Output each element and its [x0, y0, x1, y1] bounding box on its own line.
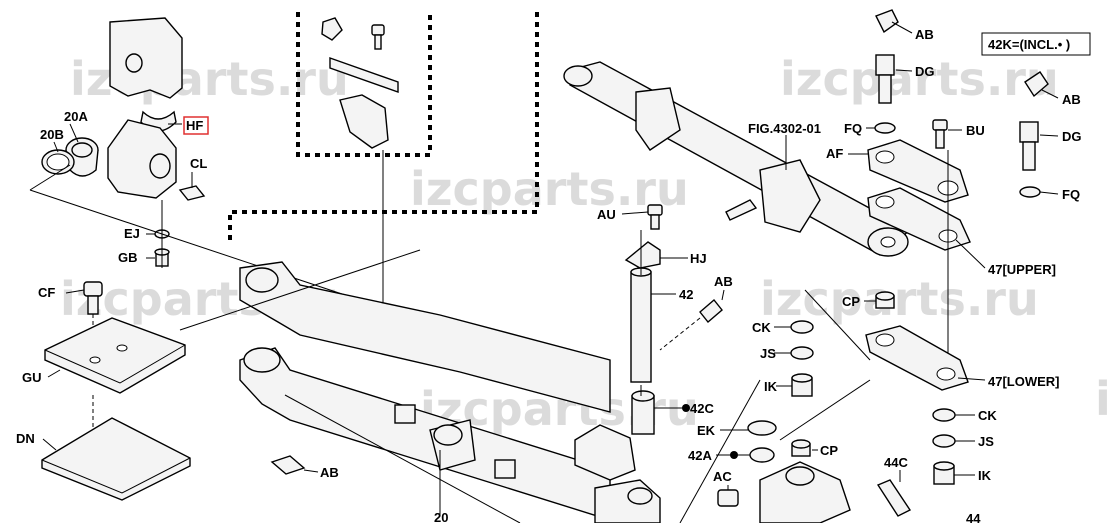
- included-dot-42c: [682, 404, 690, 412]
- steering-knuckle: [759, 461, 851, 523]
- label-dg-right: DG: [1062, 129, 1082, 144]
- pad-gu: [44, 317, 186, 394]
- label-dg-top: DG: [915, 64, 935, 79]
- included-dot-42a: [730, 451, 738, 459]
- label-ik-right: IK: [978, 468, 992, 483]
- oring-fq-top: [874, 122, 896, 134]
- label-hf[interactable]: HF: [186, 118, 203, 133]
- washer-ck-right: [932, 408, 956, 422]
- label-47-upper: 47[UPPER]: [988, 262, 1056, 277]
- washer-ek: [747, 420, 777, 436]
- washer-js-center: [790, 346, 814, 360]
- washer-ck-center: [790, 320, 814, 334]
- label-ab-top: AB: [915, 27, 934, 42]
- bracket-group-box: [296, 12, 432, 157]
- fitting-dg-right: [1019, 121, 1039, 171]
- label-js-center: JS: [760, 346, 776, 361]
- label-gb: GB: [118, 250, 138, 265]
- label-ab-bottom: AB: [320, 465, 339, 480]
- pin-42: [630, 267, 652, 383]
- bushing-cp-bottom: [791, 439, 811, 457]
- bolt-bu: [932, 119, 948, 149]
- label-gu: GU: [22, 370, 42, 385]
- label-ck-center: CK: [752, 320, 771, 335]
- plate-hj: [624, 241, 661, 269]
- frame-member-20: [239, 261, 661, 523]
- label-20a: 20A: [64, 109, 88, 124]
- arm-47-lower: [865, 325, 969, 391]
- washer-js-right: [932, 434, 956, 448]
- legend-box: [981, 32, 1091, 56]
- label-cf: CF: [38, 285, 55, 300]
- bracket-bolt: [371, 24, 385, 50]
- ring-20b: [41, 149, 75, 175]
- grease-nipple-cl: [178, 185, 206, 201]
- label-ik-center: IK: [764, 379, 778, 394]
- legend-text: 42K=(INCL.• ): [988, 37, 1070, 52]
- grease-nipple-ab-top: [875, 9, 899, 34]
- bolt-cf: [83, 281, 103, 315]
- watermark-2: izcparts.ru: [780, 52, 1059, 106]
- bracket-strip: [329, 57, 399, 93]
- bushing-cp-top: [875, 291, 895, 309]
- plate-dn: [41, 417, 191, 501]
- label-cp-top: CP: [842, 294, 860, 309]
- label-42a: 42A: [688, 448, 712, 463]
- label-au: AU: [597, 207, 616, 222]
- watermark-7: izcparts.ru: [1095, 372, 1108, 426]
- label-fig: FIG.4302-01: [748, 121, 821, 136]
- bracket-clip: [321, 17, 343, 41]
- grease-nipple-ab-center: [699, 298, 723, 324]
- label-ac: AC: [713, 469, 732, 484]
- label-ej: EJ: [124, 226, 140, 241]
- label-cl: CL: [190, 156, 207, 171]
- label-44: 44: [966, 511, 981, 523]
- label-cp-bottom: CP: [820, 443, 838, 458]
- fitting-dg-top: [875, 54, 895, 104]
- label-ab-center: AB: [714, 274, 733, 289]
- highlight-hf: [183, 116, 209, 135]
- label-20b: 20B: [40, 127, 64, 142]
- label-dn: DN: [16, 431, 35, 446]
- label-20: 20: [434, 510, 448, 523]
- upper-block-part: [109, 17, 183, 99]
- label-ab-right: AB: [1062, 92, 1081, 107]
- steering-cylinder: [563, 61, 912, 257]
- watermark-5: izcparts.ru: [760, 272, 1039, 326]
- bushing-42c: [631, 390, 655, 435]
- label-44c: 44C: [884, 455, 908, 470]
- bolt-44c: [876, 479, 912, 517]
- watermark-3: izcparts.ru: [410, 162, 689, 216]
- nut-ik-center: [791, 373, 813, 397]
- label-ek: EK: [697, 423, 716, 438]
- label-fq-top: FQ: [844, 121, 862, 136]
- label-js-right: JS: [978, 434, 994, 449]
- washer-42a: [749, 447, 775, 463]
- label-ck-right: CK: [978, 408, 997, 423]
- bolt-au: [647, 204, 663, 230]
- bolt-ac: [717, 489, 739, 507]
- grease-nipple-ab-bottom: [270, 455, 306, 475]
- oring-fq-right: [1019, 186, 1041, 198]
- bracket-mount: [339, 94, 389, 149]
- label-fq-right: FQ: [1062, 187, 1080, 202]
- label-47-lower: 47[LOWER]: [988, 374, 1060, 389]
- label-bu: BU: [966, 123, 985, 138]
- nut-ik-right: [933, 461, 955, 485]
- label-hj: HJ: [690, 251, 707, 266]
- grease-nipple-ab-right: [1024, 71, 1049, 98]
- label-42: 42: [679, 287, 693, 302]
- label-42c: 42C: [690, 401, 714, 416]
- label-af: AF: [826, 146, 843, 161]
- lower-block-part: [107, 119, 177, 199]
